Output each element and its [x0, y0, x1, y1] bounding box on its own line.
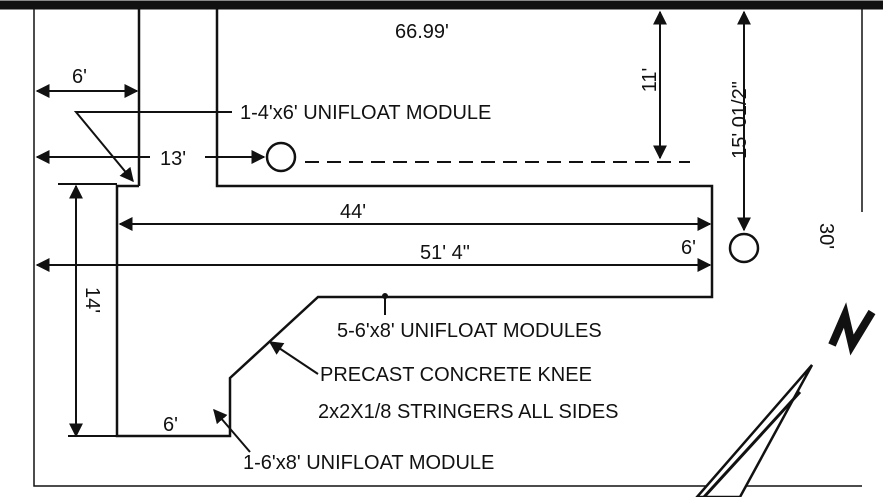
dim-height-14: 14': [81, 287, 103, 313]
dim-length-51: 51' 4": [420, 242, 470, 264]
leader-dot: [382, 293, 388, 299]
piling-circle-marker: [728, 232, 760, 264]
leader-module-bottom: [213, 408, 251, 453]
callout-modules-five: 5-6'x8' UNIFLOAT MODULES: [337, 320, 602, 342]
dim-shoreline-length: 66.99': [395, 21, 449, 43]
dim-end-6: 6': [681, 237, 696, 259]
callout-module-small: 1-4'x6' UNIFLOAT MODULE: [240, 102, 491, 124]
callout-knee: PRECAST CONCRETE KNEE: [320, 364, 592, 386]
dim-total-30: 30': [815, 223, 837, 249]
dim-offset-13: 13': [160, 148, 186, 170]
mooring-circle-marker: [265, 141, 297, 173]
dim-bottom-6: 6': [163, 414, 178, 436]
dim-depth-15: 15' 01/2": [729, 81, 751, 159]
north-arrow-icon: [695, 302, 876, 497]
dim-length-44: 44': [340, 201, 366, 223]
callout-module-bottom: 1-6'x8' UNIFLOAT MODULE: [243, 452, 494, 474]
site-boundary: [33, 9, 863, 487]
dim-top-width: 6': [72, 66, 87, 88]
walkway-outline: [115, 9, 714, 438]
leader-module-small: [73, 111, 232, 183]
callout-stringers: 2x2X1/8 STRINGERS ALL SIDES: [318, 401, 619, 423]
leader-knee: [268, 341, 319, 375]
dim-dock-11: 11': [639, 68, 661, 93]
